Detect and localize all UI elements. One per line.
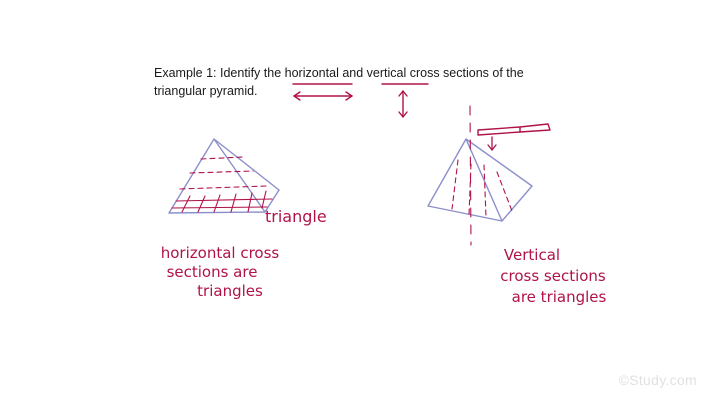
- knife-icon: [477, 123, 551, 136]
- left-note-line-2: sections are: [167, 263, 258, 281]
- right-note-line-2: cross sections: [500, 267, 606, 285]
- horizontal-slices: [171, 156, 273, 213]
- problem-suffix: cross sections of the: [406, 66, 524, 80]
- vertical-slices: [451, 105, 513, 246]
- problem-prefix: Example 1: Identify the: [154, 66, 285, 80]
- word-vertical: vertical: [366, 66, 407, 80]
- problem-line2: triangular pyramid.: [154, 84, 258, 98]
- left-note-line-1: horizontal cross: [161, 244, 280, 262]
- triangle-label: triangle: [265, 207, 327, 226]
- right-note-line-1: Vertical: [504, 246, 560, 264]
- right-note-line-3: are triangles: [512, 288, 607, 306]
- problem-middle: and: [338, 66, 367, 80]
- vertical-arrow-icon: [398, 90, 408, 118]
- horizontal-arrow-icon: [293, 91, 353, 101]
- problem-statement: Example 1: Identify the horizontal and v…: [154, 64, 574, 100]
- cut-down-arrow-icon: [487, 136, 497, 151]
- left-note-line-3: triangles: [197, 282, 263, 300]
- left-pyramid: [168, 138, 280, 214]
- study-watermark: ©Study.com: [618, 372, 697, 388]
- right-pyramid: [427, 105, 551, 246]
- word-horizontal: horizontal: [284, 66, 339, 80]
